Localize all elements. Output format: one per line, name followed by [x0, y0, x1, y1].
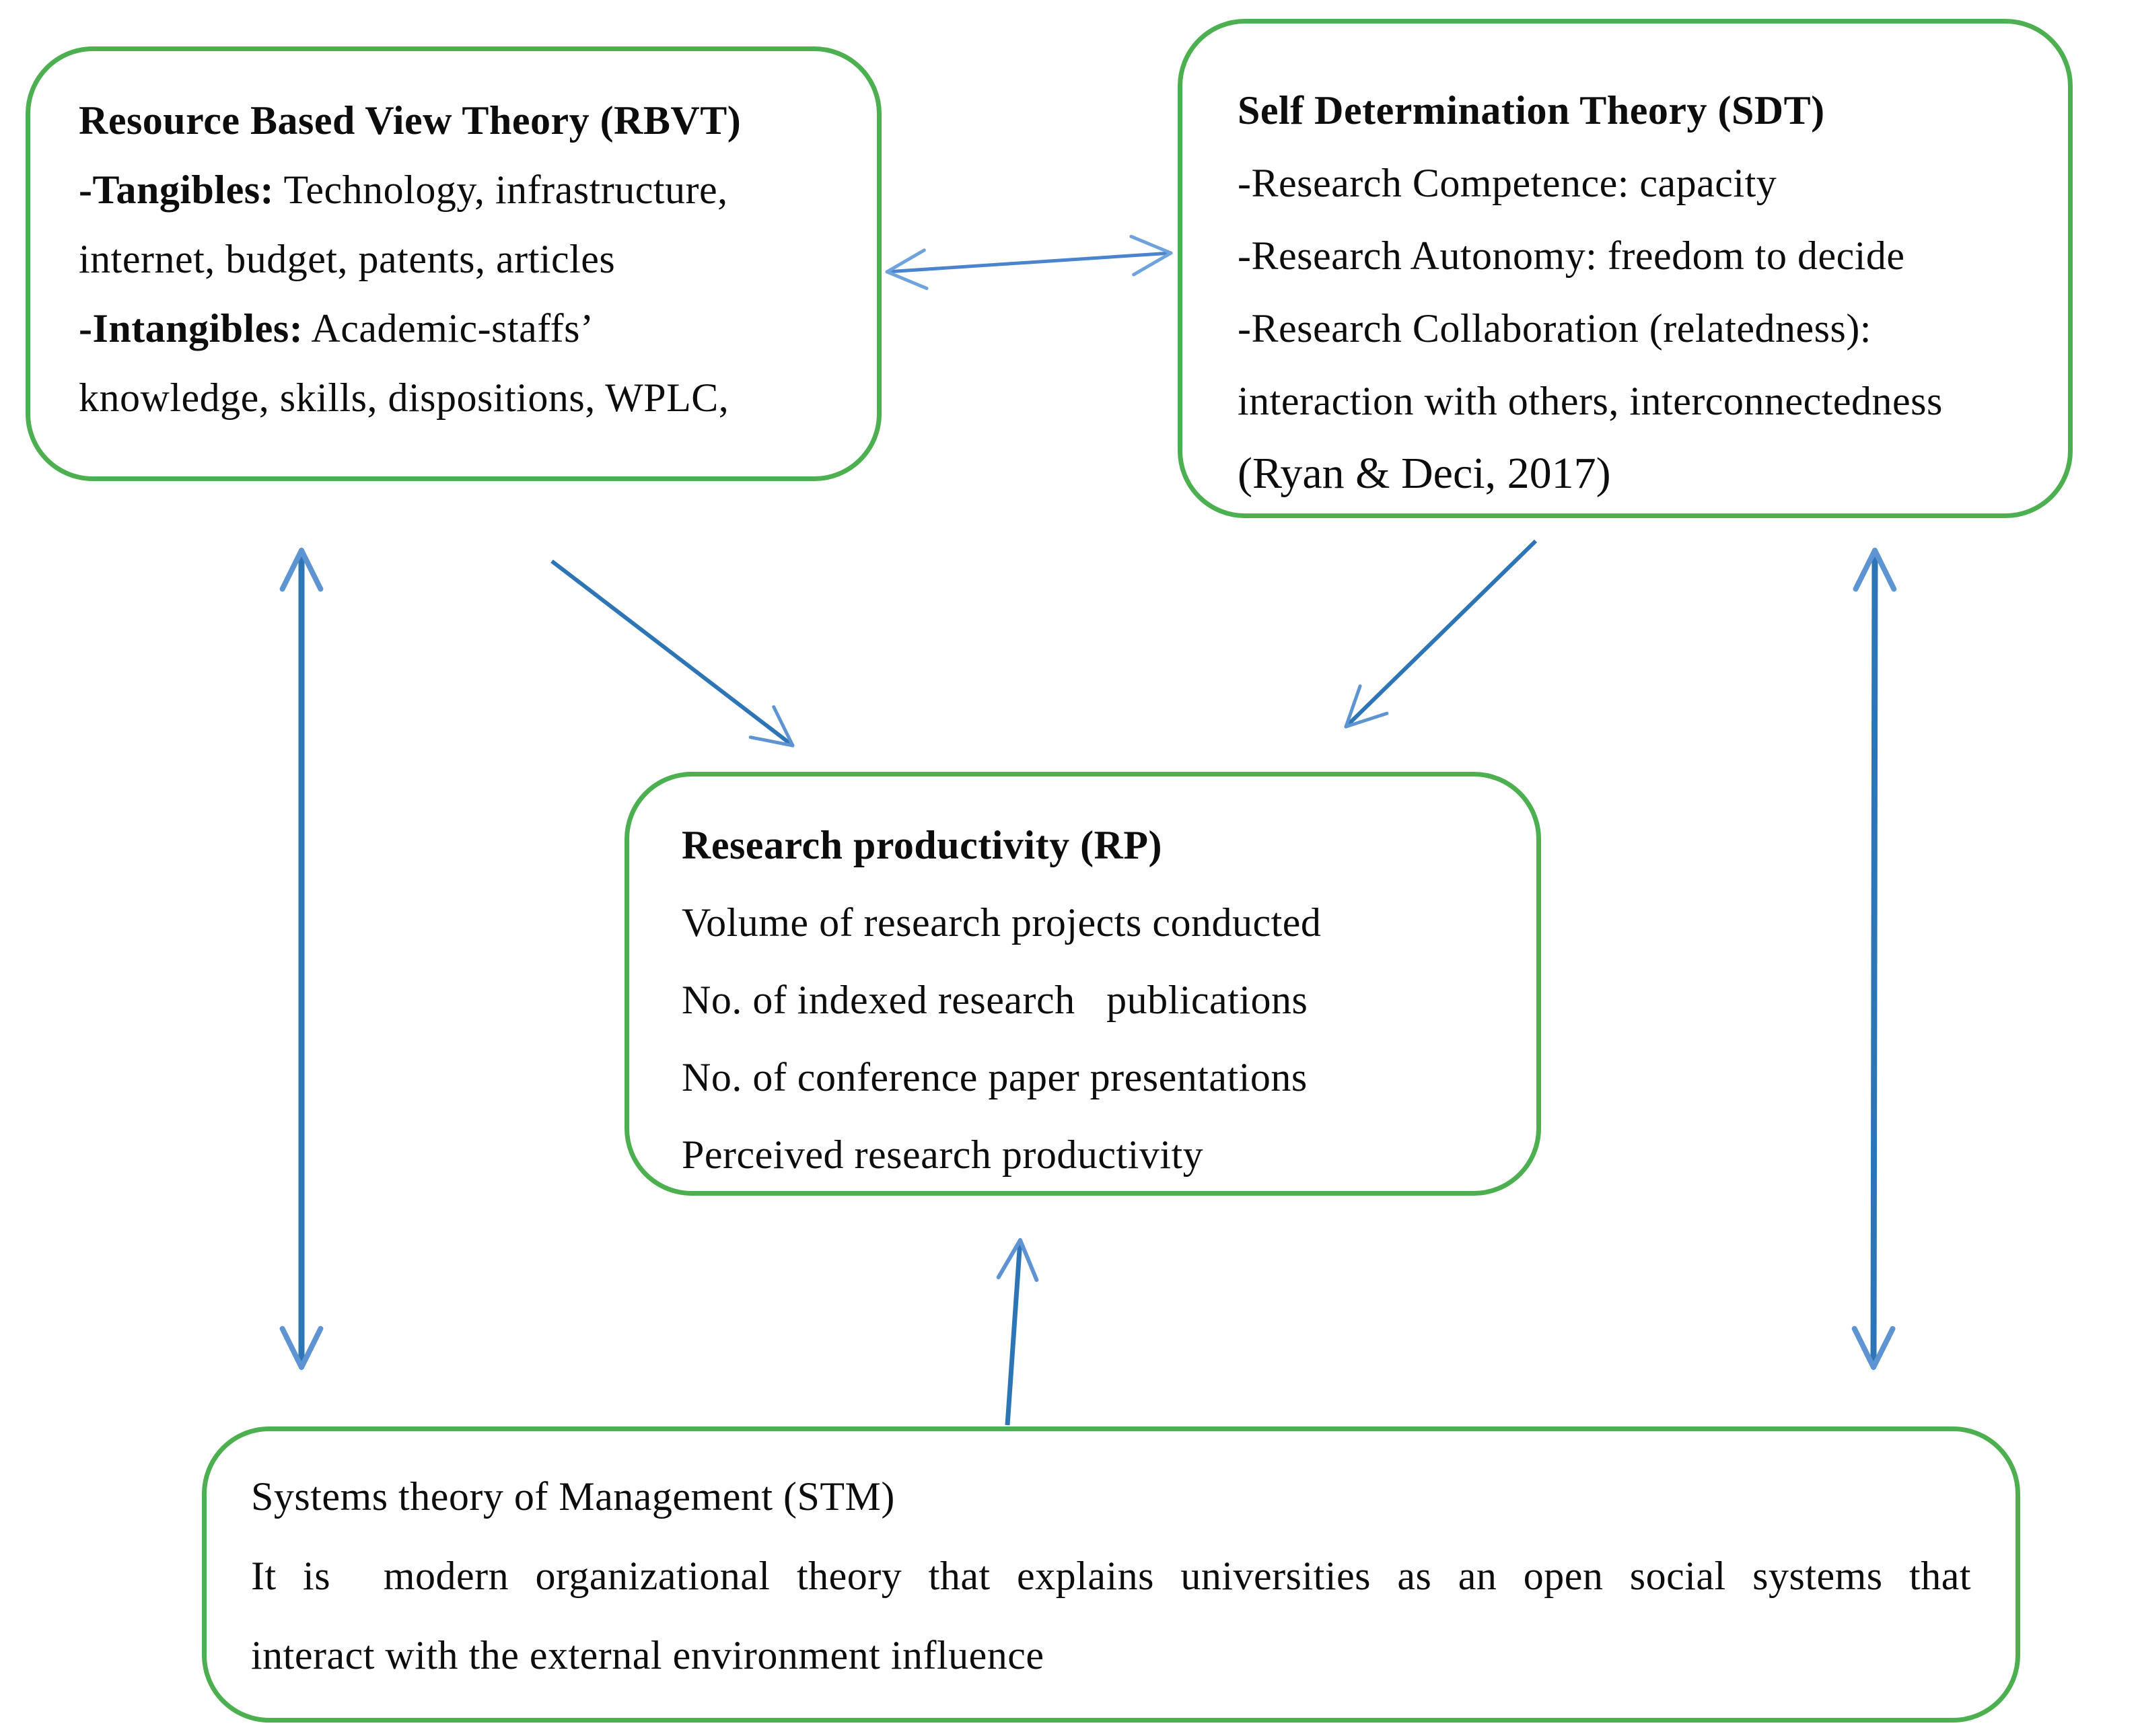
rbvt-title: Resource Based View Theory (RBVT) — [79, 98, 742, 143]
sdt-box: Self Determination Theory (SDT) -Researc… — [1178, 19, 2073, 518]
rbvt-stm-double-arrow — [279, 548, 324, 1370]
rbvt-line-tangibles: -Tangibles: Technology, infrastructure, — [79, 168, 728, 212]
sdt-line-competence: -Research Competence: capacity — [1238, 161, 1777, 205]
rp-line-publications: No. of indexed research publications — [682, 978, 1308, 1022]
rp-line-perceived: Perceived research productivity — [682, 1132, 1204, 1177]
sdt-line-collaboration-cont: interaction with others, interconnectedn… — [1238, 379, 1943, 423]
rp-title: Research productivity (RP) — [682, 823, 1163, 867]
rbvt-sdt-double-arrow — [885, 234, 1173, 291]
sdt-stm-double-arrow — [1851, 548, 1897, 1370]
rbvt-line-intangibles-cont: knowledge, skills, dispositions, WPLC, — [79, 375, 729, 420]
sdt-line-autonomy: -Research Autonomy: freedom to decide — [1238, 233, 1905, 278]
rp-line-conference: No. of conference paper presentations — [682, 1055, 1308, 1099]
rbvt-line-intangibles: -Intangibles: Academic-staffs’ — [79, 306, 594, 351]
sdt-citation: (Ryan & Deci, 2017) — [1238, 449, 1611, 498]
stm-body-line1: It is modern organizational theory that … — [251, 1554, 1971, 1598]
rp-box: Research productivity (RP) Volume of res… — [625, 772, 1541, 1196]
stm-body-line2: interact with the external environment i… — [251, 1633, 1044, 1677]
sdt-to-rp-arrow — [1344, 539, 1538, 729]
stm-to-rp-arrow — [996, 1238, 1039, 1426]
stm-box: Systems theory of Management (STM) It is… — [202, 1426, 2020, 1723]
sdt-title: Self Determination Theory (SDT) — [1238, 88, 1825, 133]
sdt-line-collaboration: -Research Collaboration (relatedness): — [1238, 306, 1871, 351]
rbvt-to-rp-arrow — [550, 559, 795, 748]
stm-title: Systems theory of Management (STM) — [251, 1474, 895, 1519]
rp-line-volume: Volume of research projects conducted — [682, 900, 1322, 945]
rbvt-line-tangibles-cont: internet, budget, patents, articles — [79, 237, 616, 281]
rbvt-box: Resource Based View Theory (RBVT) -Tangi… — [26, 46, 882, 481]
